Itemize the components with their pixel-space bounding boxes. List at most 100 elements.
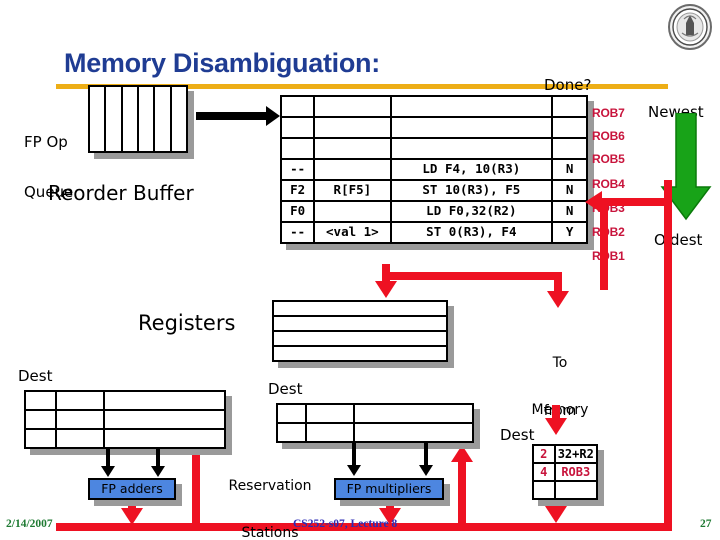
- rob-dest-cell: F0: [279, 200, 316, 223]
- rob-instruction-cell: [389, 95, 554, 118]
- rs-dest-cell: [24, 428, 57, 449]
- fp-multipliers-unit: FP multipliers: [334, 478, 444, 500]
- cdb-right-trunk: [664, 180, 672, 523]
- rob-entry-label-4: ROB4: [592, 177, 625, 191]
- cdb-rob-stub: [382, 264, 390, 276]
- rob-entry-label-7: ROB7: [592, 106, 625, 120]
- table-row: [276, 422, 475, 443]
- fp-op-queue-cell: [139, 87, 156, 151]
- fp-op-queue: [88, 85, 188, 153]
- rs-operand-cell: [102, 390, 227, 411]
- mem-rs-dest-cell: [532, 480, 556, 500]
- table-row: [272, 330, 448, 347]
- to-memory-label: To Memory: [524, 325, 596, 450]
- rs-adders-feed-right-shaft: [156, 447, 160, 469]
- queue-to-rob-arrow-shaft: [196, 112, 268, 120]
- table-row: [24, 390, 227, 411]
- register-cell: [272, 330, 448, 347]
- rob-entry-label-5: ROB5: [592, 152, 625, 166]
- table-row: F0 LD F0,32(R2) N: [279, 200, 588, 223]
- rob-instruction-cell: ST 0(R3), F4: [389, 221, 554, 244]
- rs-multipliers-feed-right-shaft: [424, 442, 428, 468]
- register-cell: [272, 315, 448, 332]
- cdb-rob-branch-horizontal: [382, 272, 562, 280]
- fp-adders-out-shaft: [128, 500, 136, 512]
- fp-op-queue-cell: [123, 87, 139, 151]
- rs-multipliers-feed-left-shaft: [352, 442, 356, 468]
- dest-label-adders: Dest: [18, 367, 53, 385]
- register-cell: [272, 345, 448, 362]
- uc-berkeley-seal-icon: [666, 3, 714, 51]
- fp-multipliers-out-arrowhead: [379, 508, 401, 525]
- to-memory-label-line1: To: [552, 355, 568, 372]
- table-row: 2 32+R2: [532, 444, 599, 464]
- rs-multipliers-feed-right-head: [419, 465, 433, 476]
- rs-op-cell: [54, 428, 105, 449]
- footer-page-number: 27: [700, 518, 712, 530]
- dest-label-multipliers: Dest: [268, 380, 303, 398]
- mem-rs-dest-cell: 4: [532, 462, 556, 482]
- footer-lecture: CS252-s07, Lecture 8: [293, 518, 398, 530]
- fp-op-queue-label: FP Op Queue: [24, 100, 73, 234]
- rs-operand-cell: [102, 428, 227, 449]
- table-row: [272, 300, 448, 317]
- register-cell: [272, 300, 448, 317]
- fp-op-queue-cell: [155, 87, 172, 151]
- dest-label-memory: Dest: [500, 426, 535, 444]
- cdb-rob-feed-vertical: [600, 198, 608, 290]
- fp-multipliers-out-shaft: [386, 500, 394, 512]
- rob-done-cell: [551, 95, 588, 118]
- registers-label: Registers: [138, 311, 236, 335]
- rob-dest-cell: [279, 137, 316, 160]
- rob-value-cell: <val 1>: [313, 221, 392, 244]
- rob-instruction-cell: [389, 116, 554, 139]
- table-row: [272, 315, 448, 332]
- rob-dest-cell: --: [279, 221, 316, 244]
- rob-value-cell: [313, 116, 392, 139]
- reservation-stations-adders-table: [24, 390, 227, 449]
- memory-reservation-station-table: 2 32+R2 4 ROB3: [532, 444, 599, 500]
- cdb-to-memory-drop: [554, 272, 562, 294]
- rob-done-cell: N: [551, 200, 588, 223]
- rob-value-cell: [313, 200, 392, 223]
- cdb-registers-drop: [382, 272, 390, 284]
- cdb-up-to-adders-shaft: [192, 452, 200, 524]
- cdb-to-rob-arrowhead: [585, 191, 602, 213]
- fp-op-queue-cell: [172, 87, 186, 151]
- registers-table: [272, 300, 448, 362]
- table-row: [279, 95, 588, 118]
- rob-value-cell: [313, 137, 392, 160]
- rs-op-cell: [304, 422, 355, 443]
- rs-adders-feed-right-head: [151, 466, 165, 477]
- newest-to-oldest-arrow-icon: [660, 112, 712, 227]
- rob-value-cell: R[F5]: [313, 179, 392, 202]
- from-memory-label-line1: from: [543, 403, 577, 420]
- rs-operand-cell: [352, 403, 475, 424]
- rob-done-cell: Y: [551, 221, 588, 244]
- rs-dest-cell: [276, 403, 307, 424]
- from-memory-arrow-shaft: [552, 405, 560, 421]
- rob-dest-cell: [279, 95, 316, 118]
- cdb-to-memory-arrowhead: [547, 291, 569, 308]
- fp-op-queue-label-line2: Queue: [24, 182, 74, 201]
- fp-adders-unit: FP adders: [88, 478, 176, 500]
- rob-dest-cell: [279, 116, 316, 139]
- fp-op-queue-cell: [106, 87, 123, 151]
- oldest-label: Oldest: [654, 231, 703, 249]
- mem-rs-to-bus-arrowhead: [545, 506, 567, 523]
- rs-dest-cell: [24, 390, 57, 411]
- rs-operand-cell: [352, 422, 475, 443]
- rs-operand-cell: [102, 409, 227, 430]
- rs-op-cell: [54, 409, 105, 430]
- rob-instruction-cell: LD F0,32(R2): [389, 200, 554, 223]
- rob-instruction-cell: [389, 137, 554, 160]
- mem-rs-value-cell: 32+R2: [553, 444, 599, 464]
- rs-dest-cell: [24, 409, 57, 430]
- mem-rs-to-bus-shaft: [552, 492, 560, 512]
- reservation-stations-label-line2: Stations: [241, 525, 299, 540]
- rob-dest-cell: F2: [279, 179, 316, 202]
- reservation-stations-label-line1: Reservation: [228, 478, 312, 495]
- cdb-to-rob-horizontal: [600, 198, 672, 206]
- mem-rs-value-cell: [553, 480, 599, 500]
- from-memory-arrowhead: [545, 418, 567, 435]
